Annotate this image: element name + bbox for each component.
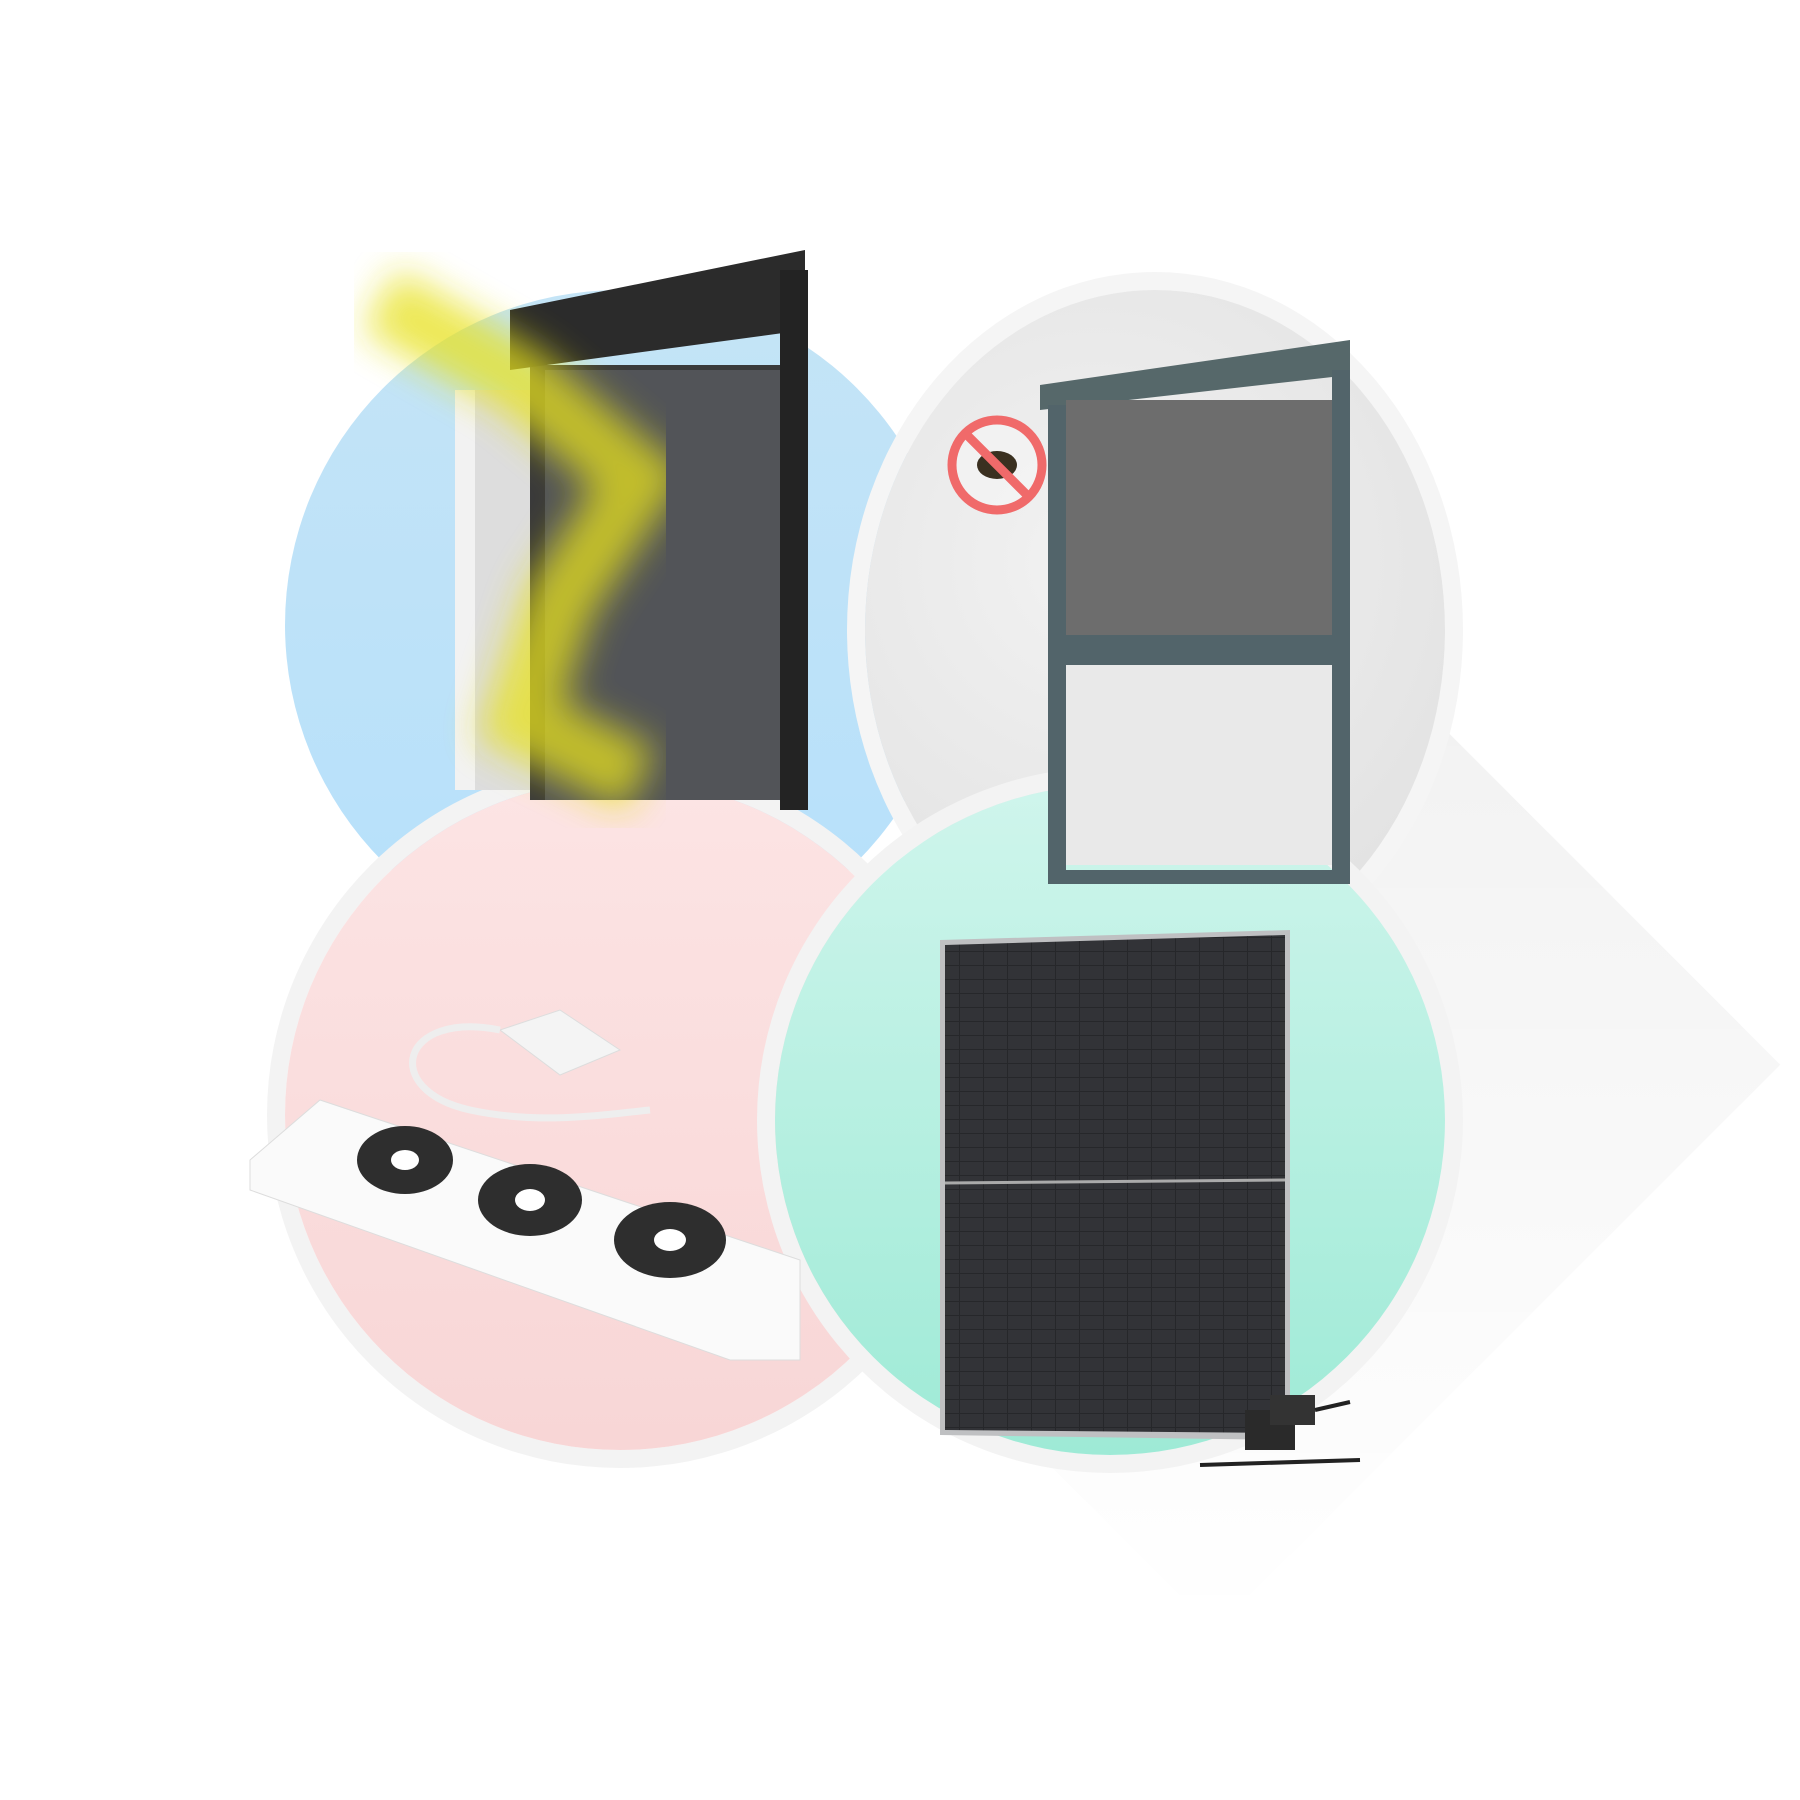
- solar-panel-product: [940, 930, 1361, 1467]
- sun-screen-product: [362, 250, 808, 812]
- solar-panel-icon: [1199, 1395, 1361, 1467]
- radiator-fan-product: [249, 1009, 801, 1361]
- sun-ray: [362, 269, 687, 812]
- fan-icon: [357, 1126, 726, 1278]
- insect-screen-product: [947, 340, 1350, 884]
- no-insects-icon: [947, 415, 1047, 515]
